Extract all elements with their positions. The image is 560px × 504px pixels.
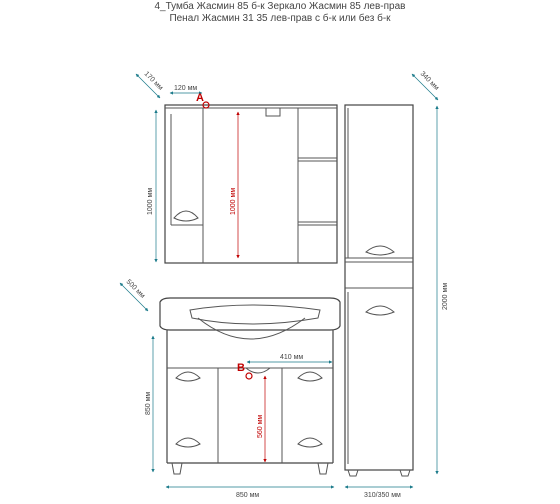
dim-cabinet-height: 850 мм: [145, 392, 152, 415]
dim-mirror-inner-height: 1000 мм: [230, 188, 237, 215]
dim-pencil-height: 2000 мм: [442, 283, 449, 310]
marker-a-label: A: [196, 92, 204, 104]
dim-pencil-depth: 340 мм: [419, 70, 441, 92]
dim-shelf-offset: 120 мм: [174, 85, 197, 92]
marker-a-point: [202, 101, 210, 109]
header-line-1: 4_Тумба Жасмин 85 б-к Зеркало Жасмин 85 …: [154, 1, 406, 12]
dim-pencil-width: 310/350 мм: [364, 492, 401, 499]
dim-cabinet-depth: 500 мм: [125, 278, 147, 300]
vanity-unit: [159, 297, 341, 475]
dim-pipe-height: 560 мм: [257, 415, 264, 438]
dim-mirror-height: 1000 мм: [147, 188, 154, 215]
pencil-case: [344, 104, 414, 477]
mirror-cabinet: [164, 104, 338, 264]
marker-b-point: [245, 372, 253, 380]
dim-pipe-offset: 410 мм: [280, 354, 303, 361]
header-line-2: Пенал Жасмин 31 35 лев-прав с б-к или бе…: [169, 13, 391, 24]
dim-mirror-depth: 170 мм: [143, 70, 165, 92]
marker-b-label: B: [237, 362, 245, 374]
dim-cabinet-width: 850 мм: [236, 492, 259, 499]
